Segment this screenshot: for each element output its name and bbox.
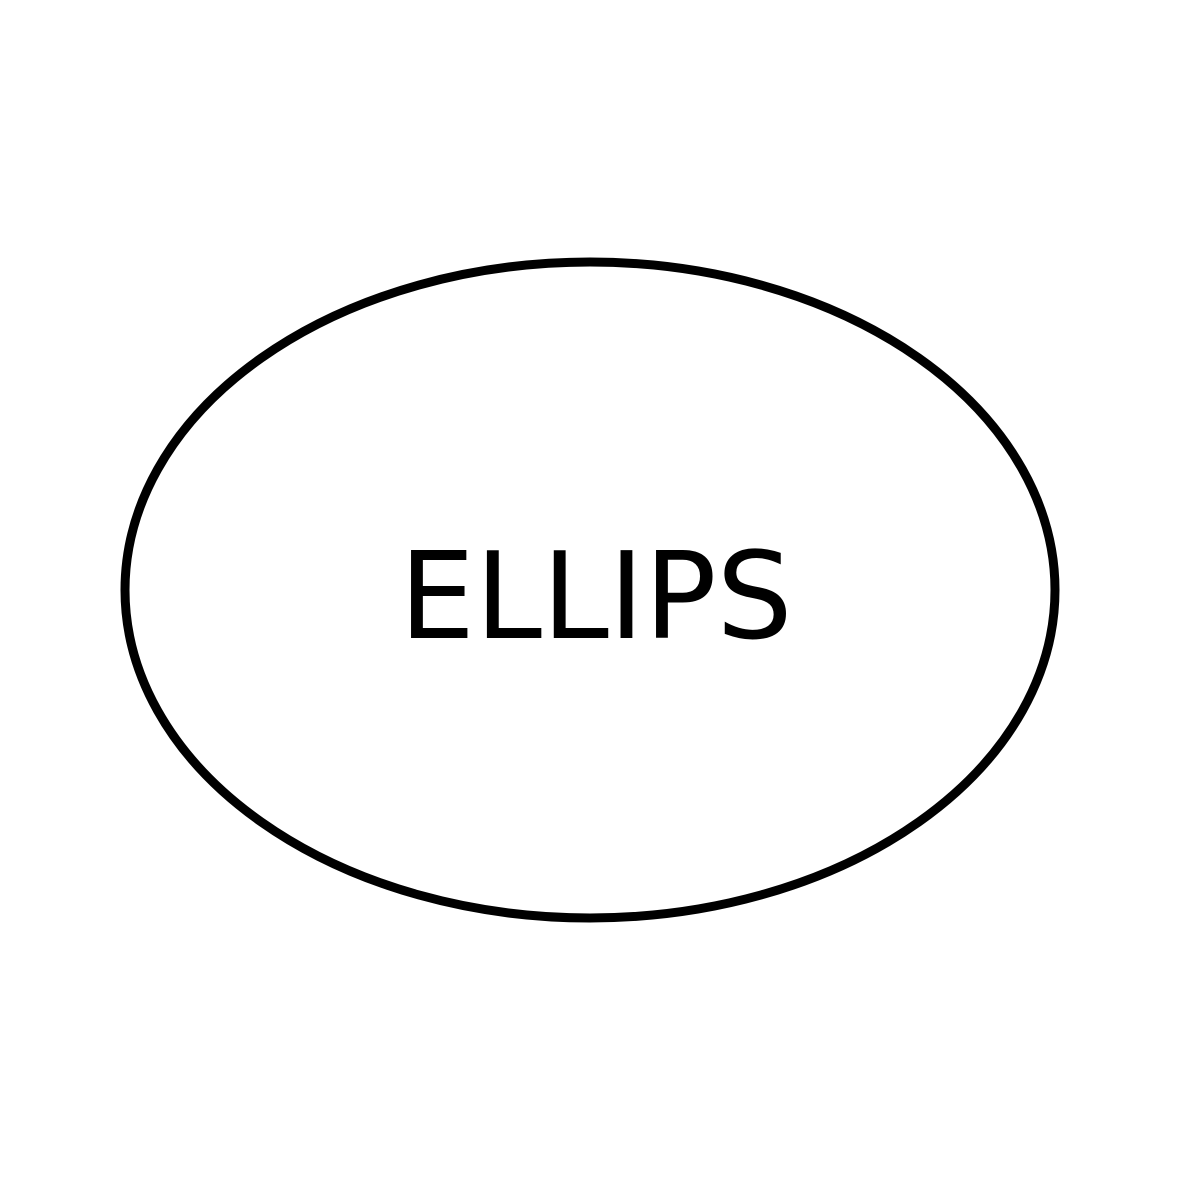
ellipse-outline[interactable] [120,257,1060,923]
ellipse-shape-group[interactable]: ELLIPS [120,257,1060,923]
ellipse-label: ELLIPS [399,528,792,667]
